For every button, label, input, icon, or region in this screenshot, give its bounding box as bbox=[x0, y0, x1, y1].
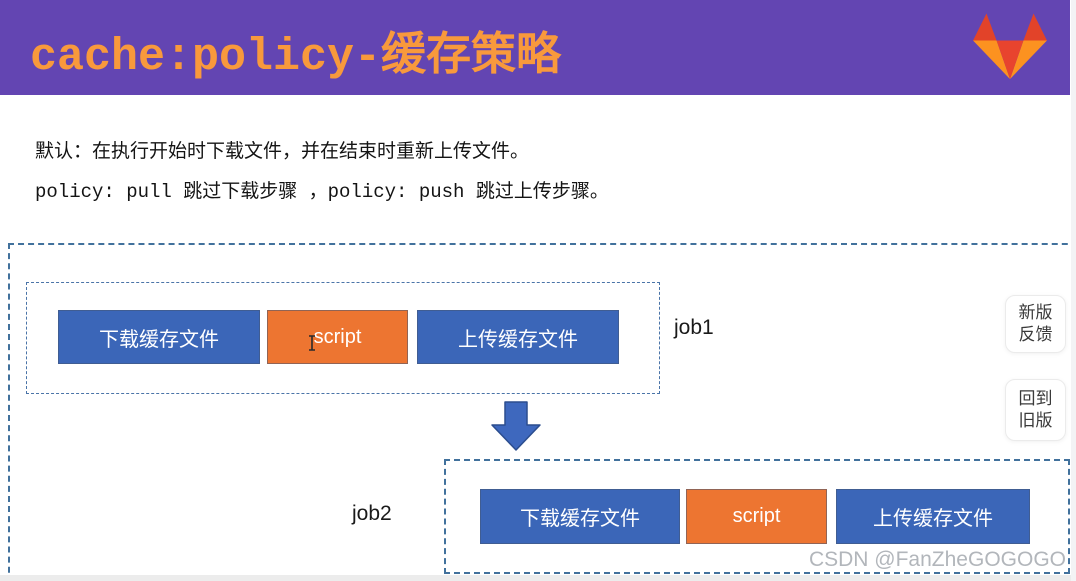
bottom-edge-strip bbox=[0, 575, 1076, 581]
back-to-old-version-button[interactable]: 回到 旧版 bbox=[1005, 379, 1066, 441]
text-cursor-icon bbox=[309, 335, 315, 351]
backold-label-line1: 回到 bbox=[1018, 389, 1053, 408]
header-bar: cache:policy-缓存策略 bbox=[0, 0, 1070, 95]
csdn-watermark: CSDN @FanZheGOGOGO bbox=[808, 548, 1066, 571]
down-arrow-icon bbox=[491, 401, 541, 451]
right-edge-strip bbox=[1071, 0, 1076, 581]
feedback-label-line1: 新版 bbox=[1018, 303, 1053, 322]
job1-step-upload: 上传缓存文件 bbox=[417, 310, 619, 364]
job1-box bbox=[26, 282, 660, 394]
job2-label: job2 bbox=[352, 502, 392, 525]
gitlab-tanuki-icon bbox=[973, 13, 1047, 80]
job2-step-download: 下载缓存文件 bbox=[480, 489, 680, 544]
backold-label-line2: 旧版 bbox=[1018, 411, 1053, 430]
job1-step-download: 下载缓存文件 bbox=[58, 310, 260, 364]
page-title: cache:policy-缓存策略 bbox=[30, 32, 562, 83]
job1-step-script: script bbox=[267, 310, 408, 364]
intro-line-policy: policy: pull 跳过下载步骤 ，policy: push 跳过上传步骤… bbox=[35, 181, 609, 203]
feedback-label-line2: 反馈 bbox=[1018, 325, 1053, 344]
job2-step-script: script bbox=[686, 489, 827, 544]
new-version-feedback-button[interactable]: 新版 反馈 bbox=[1005, 295, 1066, 353]
job2-step-upload: 上传缓存文件 bbox=[836, 489, 1030, 544]
intro-line-default: 默认：在执行开始时下载文件，并在结束时重新上传文件。 bbox=[35, 141, 530, 163]
job1-label: job1 bbox=[674, 316, 714, 339]
pipeline-outer-box bbox=[8, 243, 1076, 581]
job2-box bbox=[444, 459, 1070, 574]
